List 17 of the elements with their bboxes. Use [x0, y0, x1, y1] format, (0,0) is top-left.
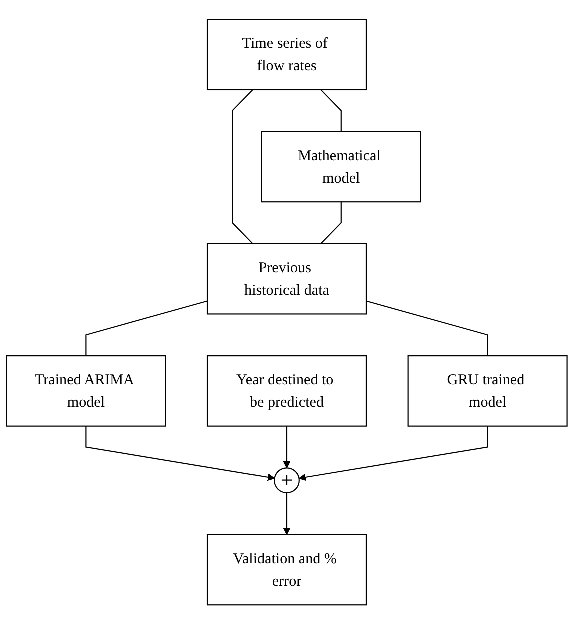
node-box: Trained ARIMA model: [6, 355, 166, 426]
connector: [86, 300, 208, 356]
node-box: Year destined to be predicted: [206, 355, 368, 426]
connector: [320, 89, 342, 132]
connector: [232, 89, 254, 244]
node-circle: +: [274, 467, 300, 494]
connector: [366, 300, 488, 356]
connector: [320, 202, 342, 244]
arrow: [283, 426, 291, 468]
node-box: Mathematical model: [261, 130, 422, 202]
node-box: Validation and % error: [206, 534, 368, 606]
arrow: [298, 426, 488, 481]
arrow: [86, 426, 276, 481]
node-box: Time series of flow rates: [206, 18, 368, 90]
node-box: GRU trained model: [408, 355, 568, 426]
arrow: [283, 492, 291, 535]
node-box: Previous historical data: [206, 242, 368, 314]
